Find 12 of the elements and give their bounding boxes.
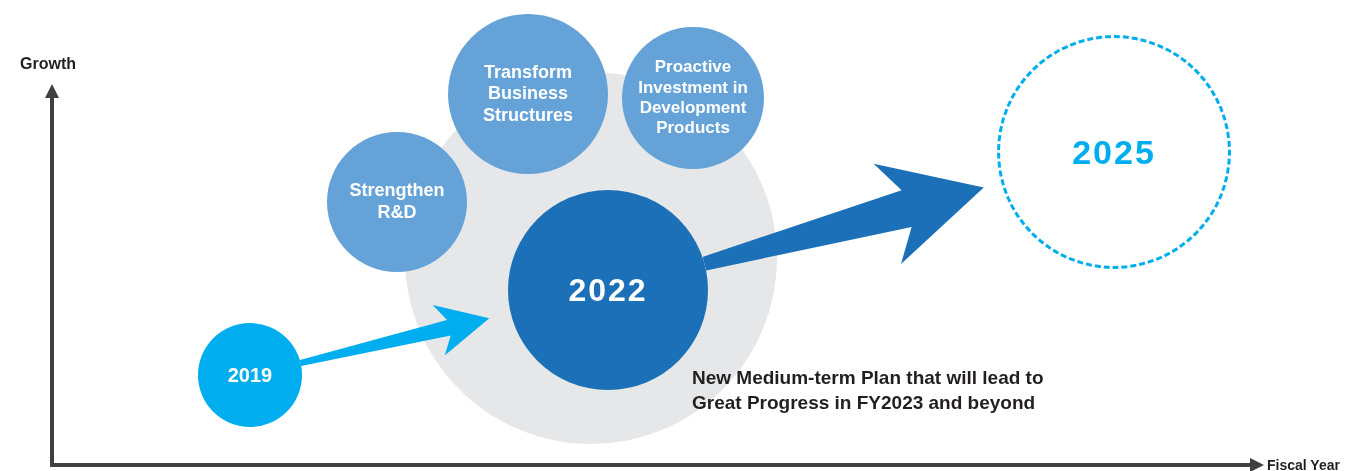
circle-label: 2022	[568, 270, 648, 310]
target-year-circle	[997, 35, 1231, 269]
circle-label: 2025	[1072, 131, 1156, 173]
arrow	[299, 304, 490, 366]
plan-description: New Medium-term Plan that will lead to Great Progress in FY2023 and beyond	[692, 366, 1045, 415]
circle-label: 2019	[227, 363, 273, 387]
circle-label: Proactive Investment in Development Products	[637, 57, 749, 139]
circle-label: Strengthen R&D	[348, 180, 446, 224]
axis-label: Fiscal Year	[1267, 456, 1340, 471]
arrow	[702, 163, 984, 271]
axis-label: Growth	[20, 54, 76, 74]
circle-label: Transform Business Structures	[482, 61, 574, 127]
